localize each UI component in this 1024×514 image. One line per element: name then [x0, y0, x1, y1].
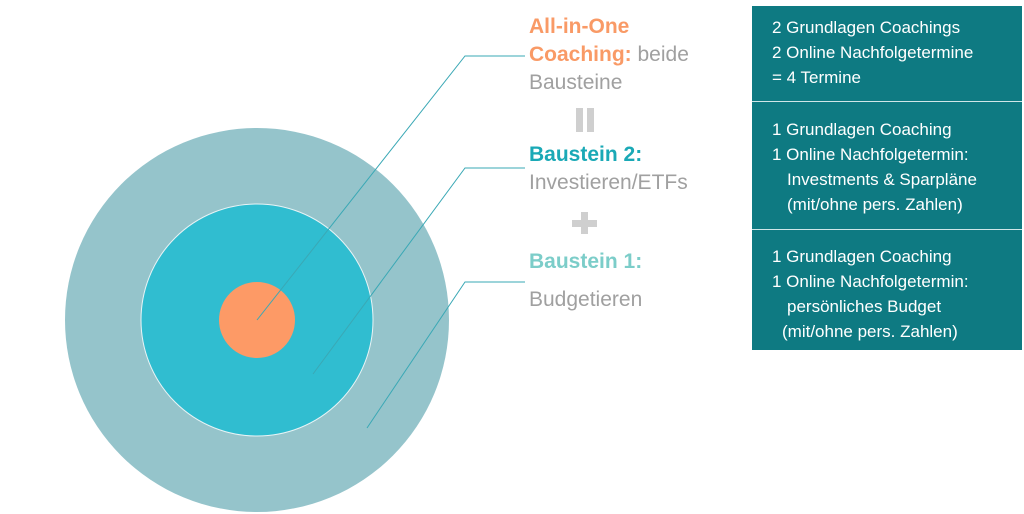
leader-line-baustein-2: [312, 167, 525, 375]
detail-line: 1 Online Nachfolgetermin:: [772, 145, 969, 164]
detail-line: 1 Grundlagen Coaching: [772, 120, 952, 139]
plus-icon: [572, 212, 597, 234]
equals-icon: [576, 108, 595, 132]
detail-line: (mit/ohne pers. Zahlen): [782, 322, 958, 341]
divider: [752, 229, 1022, 230]
leader-line-baustein-1: [366, 281, 525, 429]
all-in-one-title: All-in-One: [529, 15, 630, 38]
details-baustein-2: 1 Grundlagen Coaching 1 Online Nachfolge…: [752, 117, 1022, 217]
details-box: 2 Grundlagen Coachings 2 Online Nachfolg…: [752, 6, 1022, 350]
detail-line: 2 Online Nachfolgetermine: [772, 43, 974, 62]
leader-line-all-in-one: [256, 55, 525, 321]
label-baustein-1: Baustein 1: Budgetieren: [529, 248, 642, 314]
divider: [752, 101, 1022, 102]
detail-line: 1 Grundlagen Coaching: [772, 247, 952, 266]
detail-line: = 4 Termine: [772, 68, 861, 87]
baustein-1-text: Budgetieren: [529, 288, 643, 311]
all-in-one-rest: beide: [631, 43, 689, 66]
baustein-1-title: Baustein 1:: [529, 250, 643, 273]
detail-line: persönliches Budget: [787, 297, 942, 316]
label-all-in-one: All-in-One Coaching: beide Bausteine: [529, 13, 689, 97]
detail-line: Investments & Sparpläne: [787, 170, 977, 189]
details-baustein-1: 1 Grundlagen Coaching 1 Online Nachfolge…: [752, 244, 1022, 344]
detail-line: 1 Online Nachfolgetermin:: [772, 272, 969, 291]
all-in-one-line3: Bausteine: [529, 71, 623, 94]
details-all-in-one: 2 Grundlagen Coachings 2 Online Nachfolg…: [752, 15, 1022, 90]
baustein-2-text: Investieren/ETFs: [529, 171, 688, 194]
label-baustein-2: Baustein 2: Investieren/ETFs: [529, 141, 688, 197]
detail-line: 2 Grundlagen Coachings: [772, 18, 961, 37]
all-in-one-title2: Coaching:: [529, 43, 632, 66]
detail-line: (mit/ohne pers. Zahlen): [787, 195, 963, 214]
baustein-2-title: Baustein 2:: [529, 143, 643, 166]
